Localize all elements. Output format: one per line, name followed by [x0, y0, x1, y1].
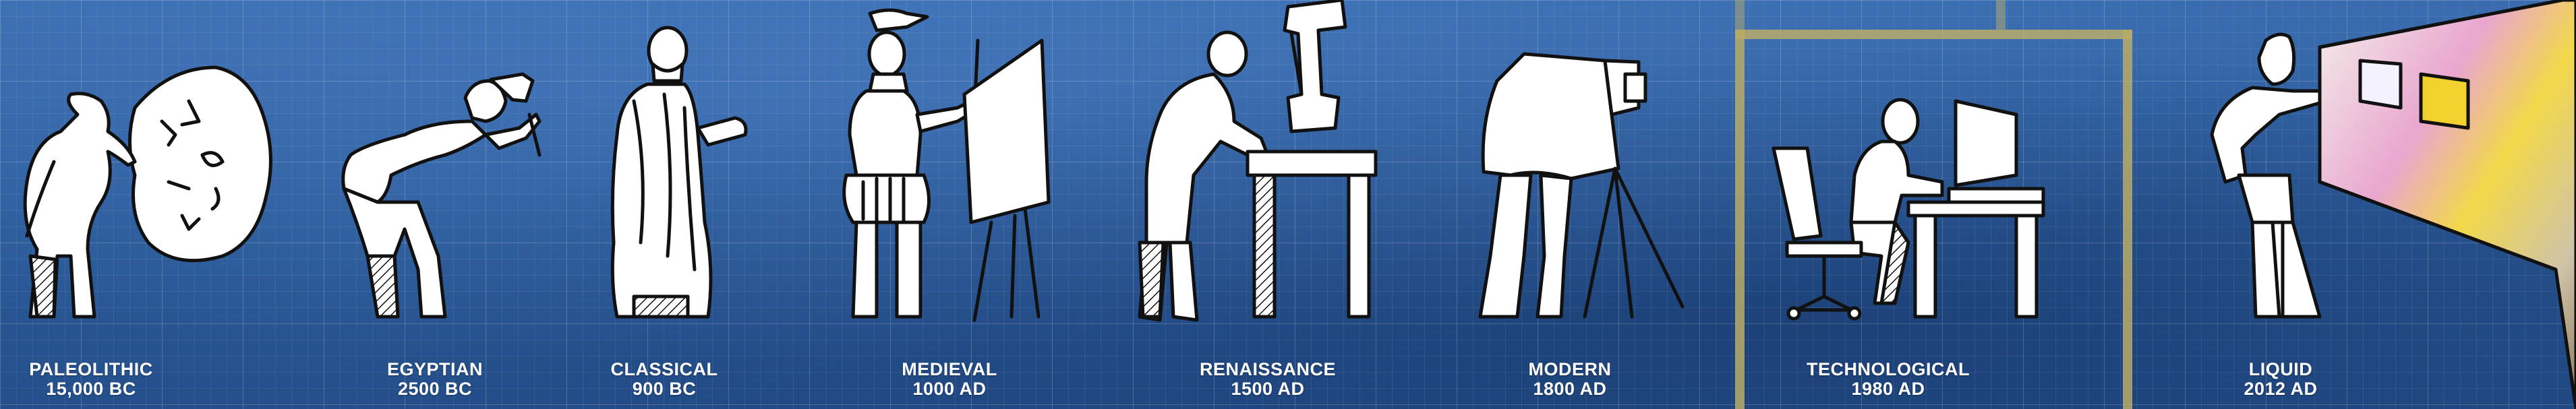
era-caption-egyptian: EGYPTIAN 2500 BC — [347, 360, 523, 399]
era-caption-liquid: LIQUID 2012 AD — [2193, 360, 2368, 399]
era-caption-medieval: MEDIEVAL 1000 AD — [862, 360, 1037, 399]
era-date: 15,000 BC — [46, 379, 136, 399]
era-name: PALEOLITHIC — [29, 359, 153, 379]
era-date: 1980 AD — [1851, 379, 1925, 399]
medieval-figure — [842, 8, 1051, 322]
era-date: 1800 AD — [1533, 379, 1607, 399]
highlight-frame — [1735, 0, 2132, 409]
era-date: 1000 AD — [912, 379, 987, 399]
era-caption-renaissance: RENAISSANCE 1500 AD — [1180, 360, 1355, 399]
era-name: MEDIEVAL — [902, 359, 997, 379]
egyptian-figure — [341, 72, 541, 319]
modern-figure — [1478, 52, 1685, 319]
era-date: 2500 BC — [397, 379, 473, 399]
era-date: 900 BC — [632, 379, 697, 399]
era-date: 2012 AD — [2244, 379, 2318, 399]
era-date: 1500 AD — [1231, 379, 1305, 399]
renaissance-figure — [1138, 0, 1378, 322]
era-name: RENAISSANCE — [1199, 359, 1337, 379]
era-name: TECHNOLOGICAL — [1807, 359, 1970, 379]
paleolithic-figure — [23, 65, 272, 319]
era-caption-classical: CLASSICAL 900 BC — [577, 360, 752, 399]
era-name: LIQUID — [2248, 359, 2313, 379]
era-caption-technological: TECHNOLOGICAL 1980 AD — [1801, 360, 1976, 399]
era-name: EGYPTIAN — [386, 359, 484, 379]
liquid-figure — [2210, 0, 2576, 409]
classical-figure — [610, 26, 748, 319]
technological-figure — [1772, 98, 2045, 321]
era-caption-modern: MODERN 1800 AD — [1482, 360, 1658, 399]
era-caption-paleolithic: PALEOLITHIC 15,000 BC — [3, 360, 179, 399]
era-name: MODERN — [1528, 359, 1612, 379]
era-name: CLASSICAL — [610, 359, 718, 379]
